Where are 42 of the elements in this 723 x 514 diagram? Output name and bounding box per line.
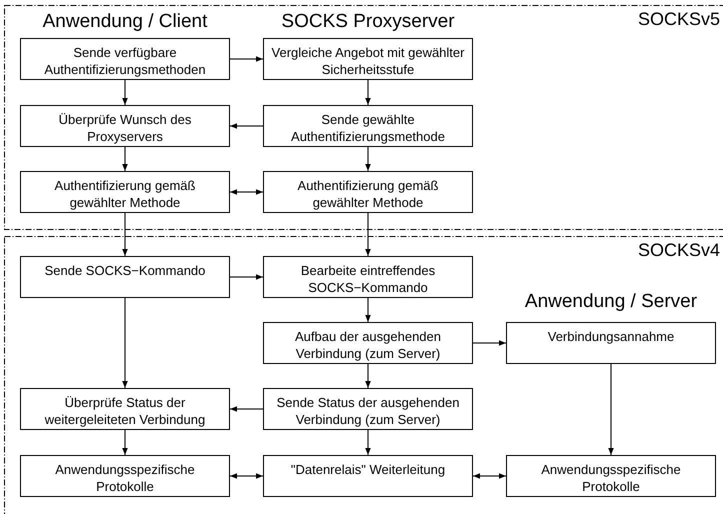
process-box: Anwendungsspezifische Protokolle <box>506 455 716 497</box>
arrow <box>230 473 264 479</box>
process-box: Sende verfügbare Authentifizierungsmethoden <box>20 38 230 80</box>
arrow <box>122 146 128 172</box>
process-box: Aufbau der ausgehenden Verbindung (zum Server) <box>263 322 473 364</box>
process-box: "Datenrelais" Weiterleitung <box>263 455 473 497</box>
arrow <box>122 80 128 106</box>
arrow <box>472 473 506 479</box>
arrow <box>365 298 371 322</box>
arrow <box>230 123 264 129</box>
arrow <box>365 80 371 106</box>
column-heading: SOCKS Proxyserver <box>280 10 456 34</box>
arrow <box>230 56 264 62</box>
process-box: Anwendungsspezifische Protokolle <box>20 455 230 497</box>
arrow <box>608 364 614 456</box>
region-border <box>4 5 723 230</box>
arrow <box>230 406 264 412</box>
process-box: Authentifizierung gemäß gewählter Methode <box>263 171 473 213</box>
process-box: Verbindungsannahme <box>506 322 716 364</box>
process-box: Sende Status der ausgehenden Verbindung (zum Server) <box>263 388 473 430</box>
arrow <box>365 146 371 172</box>
process-box: Überprüfe Status der weitergeleiteten Verbindung <box>20 388 230 430</box>
arrow <box>122 430 128 456</box>
column-heading: Anwendung / Server <box>524 290 698 314</box>
arrow <box>365 364 371 388</box>
process-box: Sende SOCKS−Kommando <box>20 256 230 298</box>
arrow <box>122 212 128 256</box>
arrow <box>472 340 506 346</box>
region-border <box>4 236 723 514</box>
process-box: Sende gewählte Authentifizierungsmethode <box>263 105 473 147</box>
process-box: Bearbeite eintreffendes SOCKS−Kommando <box>263 256 473 298</box>
arrow <box>365 430 371 456</box>
arrow <box>230 189 264 195</box>
region-label: SOCKSv4 <box>638 239 720 261</box>
arrow <box>365 212 371 256</box>
arrow <box>230 274 264 280</box>
arrow <box>122 298 128 388</box>
column-heading: Anwendung / Client <box>42 10 208 34</box>
region-label: SOCKSv5 <box>638 8 720 30</box>
process-box: Authentifizierung gemäß gewählter Methode <box>20 171 230 213</box>
process-box: Vergleiche Angebot mit gewählter Sicherheitsstufe <box>263 38 473 80</box>
process-box: Überprüfe Wunsch des Proxyservers <box>20 105 230 147</box>
